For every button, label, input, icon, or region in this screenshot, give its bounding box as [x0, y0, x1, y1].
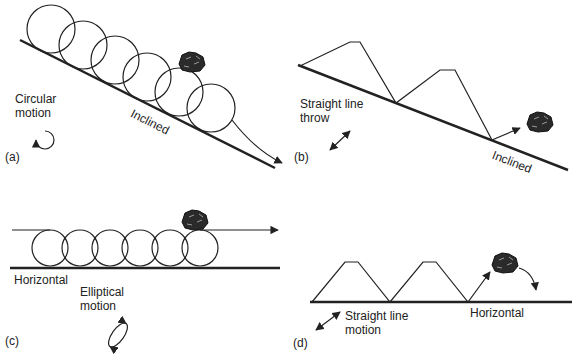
- rock-particle: [182, 210, 208, 230]
- panel-letter: (a): [5, 150, 20, 164]
- horizontal-deck: [310, 301, 572, 304]
- ellipse-arc: [105, 320, 126, 346]
- rotation-symbol: [36, 131, 54, 149]
- surface-label: Inclined: [128, 106, 171, 137]
- throw-path: [300, 42, 520, 140]
- ellipse-symbol: [105, 320, 131, 350]
- horizontal-deck: [10, 267, 280, 270]
- rock-particle: [179, 52, 205, 72]
- rock-particle: [527, 112, 553, 132]
- throw-path: [312, 262, 490, 302]
- surface-label: Horizontal: [14, 273, 68, 287]
- motion-label: Straight line motion: [345, 309, 411, 337]
- motion-loop: [123, 53, 171, 101]
- motion-loop: [59, 21, 107, 69]
- motion-loop: [155, 68, 203, 116]
- inclined-deck: [20, 40, 275, 168]
- panel-letter: (b): [294, 150, 309, 164]
- ellipse-arc: [110, 324, 131, 350]
- motion-label: Elliptical motion: [80, 285, 138, 313]
- panel-letter: (c): [5, 334, 19, 348]
- motion-loop: [182, 230, 218, 266]
- direction-symbol: [316, 312, 340, 330]
- direction-symbol: [330, 131, 350, 150]
- rock-particle: [492, 253, 518, 273]
- travel-arrow: [232, 120, 282, 163]
- panel-letter: (d): [293, 336, 308, 350]
- travel-line: [12, 229, 50, 230]
- surface-label: Horizontal: [470, 306, 524, 320]
- motion-loop: [91, 36, 139, 84]
- surface-label: Inclined: [490, 148, 534, 176]
- motion-label: Circular motion: [15, 92, 67, 120]
- motion-label: Straight line throw: [300, 97, 366, 125]
- motion-loop: [152, 230, 188, 266]
- travel-arrow: [519, 268, 536, 290]
- motion-loop: [27, 5, 75, 53]
- inclined-deck: [298, 65, 568, 170]
- travel-arrow: [200, 229, 278, 230]
- motion-loop: [122, 230, 158, 266]
- motion-loop: [187, 84, 235, 132]
